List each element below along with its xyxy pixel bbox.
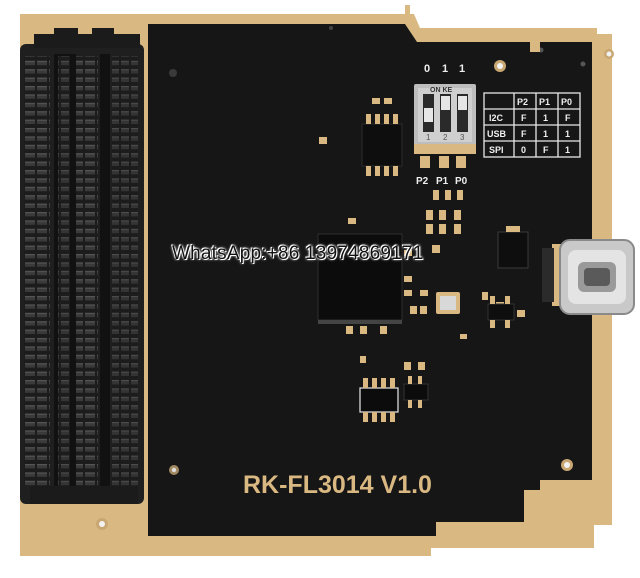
table-header: P2 — [517, 97, 528, 107]
board-label: RK-FL3014 V1.0 — [243, 471, 432, 499]
dip-switch — [414, 84, 476, 154]
table-cell: 0 — [521, 145, 526, 155]
table-cell: 1 — [543, 129, 548, 139]
table-cell: F — [521, 129, 527, 139]
table-cell: F — [543, 145, 549, 155]
dip-pin-number: 1 — [426, 133, 431, 142]
table-header: P1 — [539, 97, 550, 107]
crystal — [436, 292, 460, 314]
mode-table-text: P2 P1 P0 I2C F 1 F USB F 1 1 SPI 0 F 1 — [487, 97, 572, 155]
dip-pin-number: 2 — [443, 133, 448, 142]
dip-pin-number: 3 — [460, 133, 465, 142]
dip-pin-numbers: 1 2 3 — [426, 133, 465, 142]
usb-esd-chip — [487, 296, 515, 328]
flash-chip — [361, 98, 403, 176]
dip-bottom-labels: P2 P1 P0 — [416, 176, 468, 187]
dip-header-text: ON KE — [430, 87, 453, 94]
table-cell: F — [521, 113, 527, 123]
table-cell: 1 — [565, 145, 570, 155]
table-row-label: SPI — [489, 145, 504, 155]
mounting-holes — [96, 26, 614, 530]
table-row-label: USB — [487, 129, 507, 139]
table-header: P0 — [561, 97, 572, 107]
regulator-chip — [359, 376, 429, 422]
usb-c-connector — [542, 239, 635, 315]
table-row-label: I2C — [489, 113, 504, 123]
controller-chip — [317, 233, 403, 324]
dip-top-value: 1 — [442, 63, 448, 75]
mode-table — [483, 92, 581, 158]
fiducial — [530, 496, 542, 508]
board-connector — [20, 28, 144, 504]
fpc-connector — [497, 226, 529, 269]
table-cell: F — [565, 113, 571, 123]
fiducial — [530, 42, 540, 52]
dip-bottom-label: P2 — [416, 176, 429, 187]
table-cell: 1 — [565, 129, 570, 139]
dip-bottom-label: P1 — [436, 176, 449, 187]
dip-top-value: 0 — [424, 63, 430, 75]
dip-top-value: 1 — [459, 63, 465, 75]
watermark-text: WhatsApp:+86 13974869171 — [172, 243, 424, 264]
dip-top-values: 0 1 1 — [424, 63, 465, 75]
smd-resistors — [420, 156, 466, 168]
table-cell: 1 — [543, 113, 548, 123]
dip-bottom-label: P0 — [455, 176, 468, 187]
